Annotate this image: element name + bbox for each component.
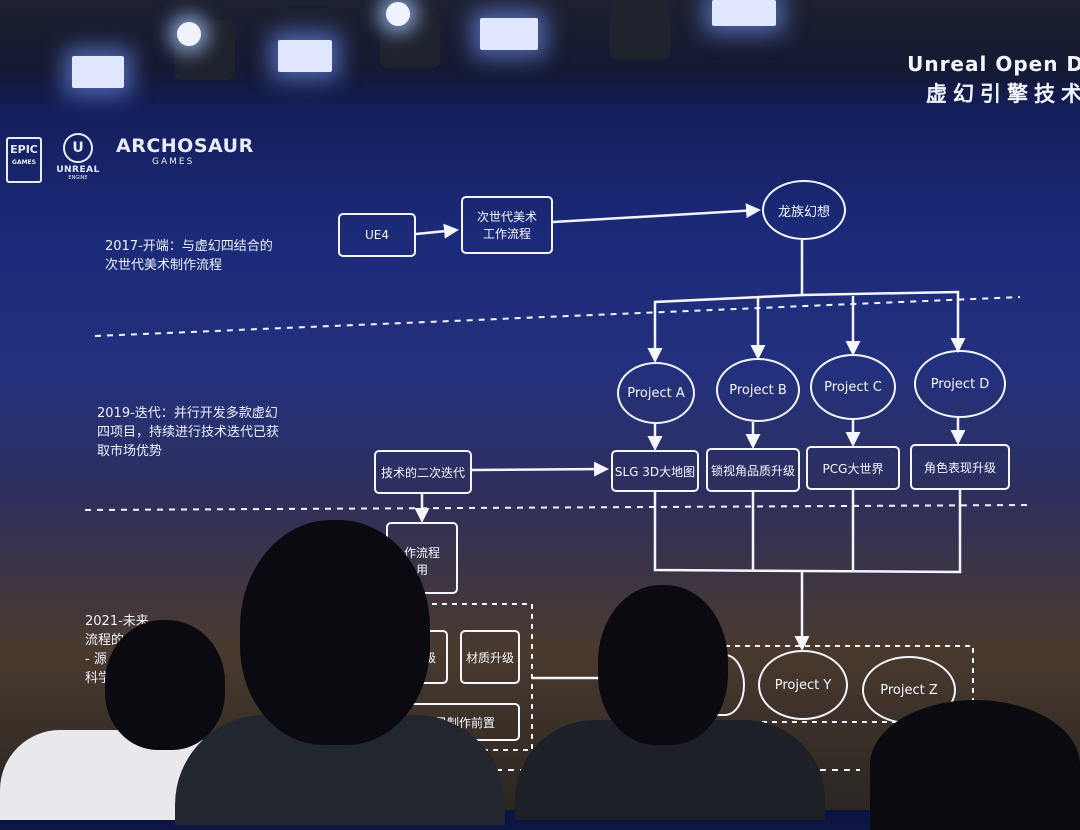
spotlight — [177, 22, 201, 46]
ceiling-light-panel — [72, 56, 124, 88]
stage-light-fixture — [610, 0, 670, 60]
slide-title-en: Unreal Open D — [907, 52, 1080, 76]
slide-title-cn: 虚幻引擎技术 — [926, 82, 1080, 106]
audience-head — [870, 700, 1080, 830]
ceiling-light-panel — [712, 0, 776, 26]
audience-head — [240, 520, 430, 745]
spotlight — [386, 2, 410, 26]
node-project-d: Project D — [914, 350, 1006, 418]
audience-head — [598, 585, 728, 745]
arrow — [801, 290, 966, 353]
node-lock-view-upgrade: 锁视角品质升级 — [706, 448, 800, 492]
separator-line — [84, 504, 1031, 511]
dashed-group-box — [391, 603, 533, 751]
node-next-gen-workflow: 次世代美术工作流程 — [461, 196, 553, 254]
node-material-upgrade: 材质升级 — [460, 630, 520, 684]
archosaur-games-logo: ARCHOSAUR GAMES — [116, 135, 254, 167]
node-project-c: Project C — [810, 354, 896, 420]
arrow — [471, 461, 609, 477]
arrow — [647, 240, 804, 363]
arrow — [415, 223, 459, 239]
separator-line — [94, 296, 1021, 337]
node-ue4: UE4 — [338, 213, 416, 257]
converge-line — [653, 490, 962, 574]
audience-head — [105, 620, 225, 750]
node-dragon-fantasy: 龙族幻想 — [762, 180, 846, 240]
arrow — [552, 203, 761, 224]
section-2017-label: 2017-开端：与虚幻四结合的次世代美术制作流程 — [105, 239, 273, 273]
unreal-engine-logo: U UNREAL ENGINE — [52, 133, 104, 181]
ceiling-light-panel — [480, 18, 538, 50]
node-character-upgrade: 角色表现升级 — [910, 444, 1010, 490]
node-tech-second-iteration: 技术的二次迭代 — [374, 450, 472, 494]
section-2021-label: 2021-未来流程的- 源科学 — [85, 614, 149, 686]
node-project-b: Project B — [716, 358, 800, 422]
ceiling-light-panel — [278, 40, 332, 72]
node-pcg-world: PCG大世界 — [806, 446, 900, 490]
node-project-a: Project A — [617, 362, 695, 424]
node-project-y: Project Y — [758, 650, 848, 720]
node-slg-3d-map: SLG 3D大地图 — [611, 450, 699, 492]
section-2019-label: 2019-迭代：并行开发多款虚幻四项目，持续进行技术迭代已获取市场优势 — [97, 406, 280, 459]
